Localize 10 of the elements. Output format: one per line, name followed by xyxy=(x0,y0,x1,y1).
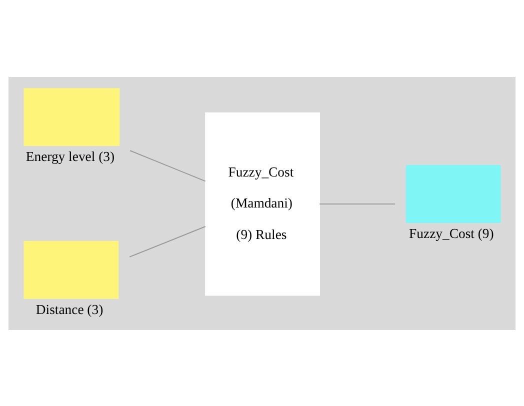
connector xyxy=(129,226,206,257)
node-label: Fuzzy_Cost (9) xyxy=(409,226,494,241)
node-box: Fuzzy_Cost (Mamdani) (9) Rules xyxy=(205,112,320,296)
node-box xyxy=(406,164,501,222)
connector xyxy=(320,203,396,204)
node-box xyxy=(24,240,119,298)
node-box xyxy=(24,88,120,146)
node-label: Energy level (3) xyxy=(26,148,115,164)
connector xyxy=(130,150,206,182)
node-label: Distance (3) xyxy=(36,302,104,317)
